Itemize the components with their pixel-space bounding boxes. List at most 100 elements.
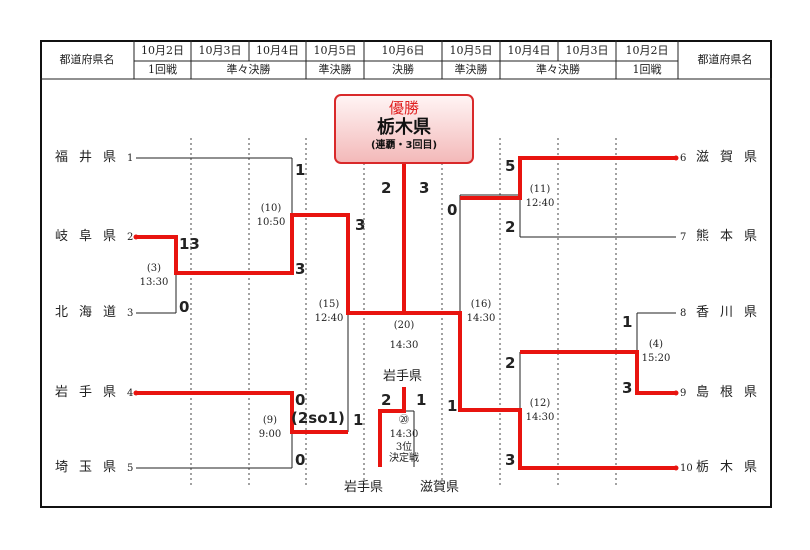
- game-9-no: (9): [262, 415, 278, 426]
- right-team-8: 香川県: [696, 305, 769, 320]
- game-16-time: 14:30: [466, 313, 496, 324]
- round-center: 決勝: [392, 63, 414, 76]
- right-seed-7: 7: [680, 232, 687, 243]
- score-r1-shimane: 3: [622, 379, 633, 397]
- right-seed-8: 8: [680, 308, 687, 319]
- third-place-score-left: 2: [381, 391, 392, 409]
- left-seed-2: 2: [127, 232, 134, 243]
- winner-lines: [136, 156, 676, 470]
- game-11-no: (11): [529, 184, 551, 195]
- game-11-time: 12:40: [525, 198, 555, 209]
- left-team-4: 岩手県: [55, 385, 128, 400]
- game-16-info: (16) 14:30: [462, 298, 500, 326]
- right-team-7: 熊本県: [696, 229, 769, 244]
- left-seed-1: 1: [127, 153, 134, 164]
- header-grid: [40, 40, 772, 80]
- date-right-2: 10月4日: [507, 44, 551, 57]
- game-11-info: (11) 12:40: [522, 183, 558, 211]
- third-place-bottom-left-team: 岩手県: [344, 480, 384, 495]
- champion-label: 優勝: [388, 99, 419, 117]
- score-r1-kagawa: 1: [622, 313, 633, 331]
- left-seed-5: 5: [127, 463, 134, 474]
- left-team-3: 北海道: [55, 305, 128, 320]
- score-r1-gifu: 13: [179, 235, 200, 253]
- score-qf-saitama: 0: [295, 451, 306, 469]
- round-right-1: 準決勝: [454, 63, 488, 76]
- loser-lines: [136, 157, 676, 469]
- third-place-bottom-right-team: 滋賀県: [420, 480, 460, 495]
- game-15-info: (15) 12:40: [310, 298, 348, 326]
- game-9-time: 9:00: [258, 429, 282, 440]
- game-20-time: 14:30: [389, 340, 419, 351]
- game-10-no: (10): [260, 203, 282, 214]
- third-place-top-team: 岩手県: [383, 369, 423, 384]
- date-left-1: 10月2日: [141, 44, 184, 57]
- date-left-3: 10月4日: [256, 44, 299, 57]
- score-sf-iwate: 1: [353, 411, 364, 429]
- score-qf-iwate-so: (2so1): [291, 409, 345, 427]
- game-20-no: (20): [393, 320, 415, 331]
- score-sf-shiga: 0: [447, 201, 458, 219]
- left-team-5: 埼玉県: [55, 460, 128, 475]
- date-center: 10月6日: [381, 44, 425, 57]
- score-sf-tochigi: 1: [447, 397, 458, 415]
- score-qf-kumamoto: 2: [505, 218, 516, 236]
- round-left-3: 準決勝: [318, 63, 352, 76]
- champion-note: (連覇・3回目): [370, 140, 438, 151]
- bracket-frame: [40, 40, 772, 508]
- game-10-info: (10) 10:50: [252, 202, 290, 230]
- pref-name-header-left: 都道府県名: [59, 53, 115, 66]
- date-right-1: 10月5日: [449, 44, 493, 57]
- score-qf-shimane: 2: [505, 354, 516, 372]
- champion-box: 優勝 栃木県 (連覇・3回目): [334, 94, 474, 164]
- game-4-time: 15:20: [641, 353, 671, 364]
- score-qf-iwate: 0: [295, 391, 306, 409]
- round-right-3: 1回戦: [632, 63, 662, 76]
- third-place-label-2: 決定戦: [389, 453, 419, 464]
- pref-name-header-right: 都道府県名: [697, 53, 753, 66]
- third-place-time: 14:30: [389, 429, 419, 440]
- date-right-4: 10月2日: [625, 44, 669, 57]
- date-left-4: 10月5日: [313, 44, 357, 57]
- game-16-no: (16): [470, 299, 492, 310]
- right-seed-9: 9: [680, 388, 687, 399]
- game-12-time: 14:30: [525, 412, 555, 423]
- third-place-score-right: 1: [416, 391, 427, 409]
- right-team-10: 栃木県: [696, 460, 769, 475]
- column-dividers: [190, 138, 617, 486]
- game-4-no: (4): [648, 339, 664, 350]
- left-seed-4: 4: [127, 388, 134, 399]
- left-team-2: 岐阜県: [55, 229, 128, 244]
- game-9-info: (9) 9:00: [252, 414, 288, 442]
- score-qf-tochigi: 3: [505, 451, 516, 469]
- game-12-info: (12) 14:30: [522, 397, 558, 425]
- right-team-6: 滋賀県: [696, 150, 769, 165]
- third-place-game-mark: ⑳: [399, 415, 409, 426]
- team-dots: [133, 155, 679, 471]
- score-qf-shiga: 5: [505, 157, 516, 175]
- round-left-2: 準々決勝: [226, 63, 271, 76]
- score-r1-hokkaido: 0: [179, 298, 190, 316]
- score-final-left: 2: [381, 179, 392, 197]
- round-left-1: 1回戦: [148, 63, 177, 76]
- game-3-no: (3): [146, 263, 162, 274]
- date-right-3: 10月3日: [565, 44, 609, 57]
- right-seed-6: 6: [680, 153, 687, 164]
- game-15-time: 12:40: [314, 313, 344, 324]
- game-12-no: (12): [529, 398, 551, 409]
- left-team-1: 福井県: [55, 150, 128, 165]
- score-qf-fukui: 1: [295, 161, 306, 179]
- game-4-info: (4) 15:20: [637, 338, 675, 366]
- champion-team: 栃木県: [377, 117, 431, 138]
- right-seed-10: 10: [680, 463, 693, 474]
- score-sf-gifu: 3: [355, 216, 366, 234]
- score-qf-gifu: 3: [295, 260, 306, 278]
- right-team-9: 島根県: [696, 385, 769, 400]
- game-10-time: 10:50: [256, 217, 286, 228]
- round-right-2: 準々決勝: [536, 63, 580, 76]
- date-left-2: 10月3日: [198, 44, 242, 57]
- third-place-info: ⑳ 14:30 3位 決定戦: [384, 414, 424, 464]
- game-15-no: (15): [318, 299, 340, 310]
- game-3-info: (3) 13:30: [136, 262, 172, 290]
